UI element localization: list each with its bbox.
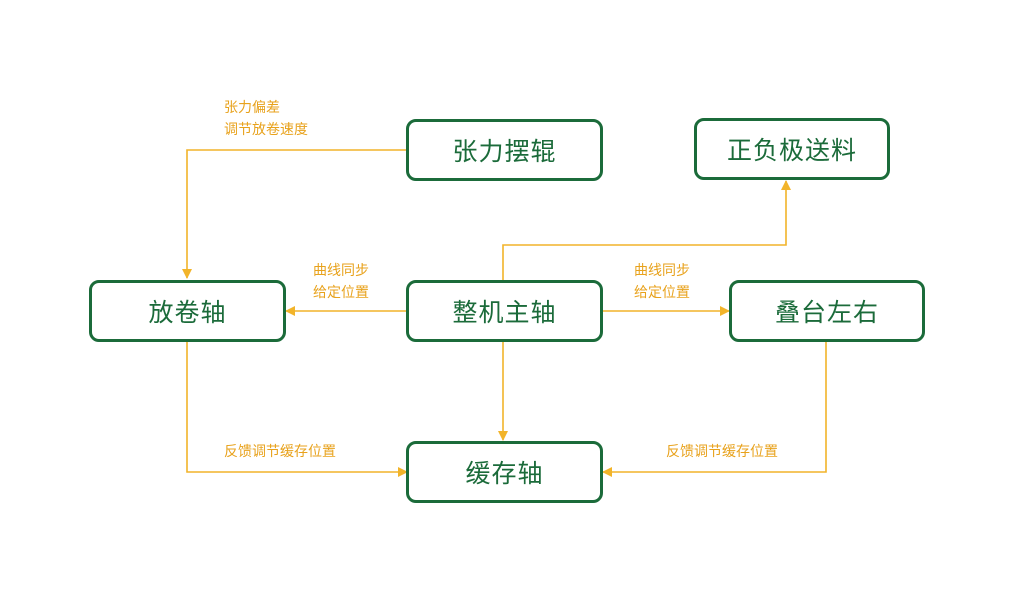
label-sync-left: 曲线同步 给定位置 xyxy=(313,260,369,304)
label-tension-line2: 调节放卷速度 xyxy=(224,122,308,138)
edge-unwind-to-buffer xyxy=(186,342,408,477)
edge-stack-to-buffer xyxy=(602,342,827,477)
node-stack-table: 叠台左右 xyxy=(729,280,925,342)
label-sync-right: 曲线同步 给定位置 xyxy=(634,260,690,304)
node-buffer-axis: 缓存轴 xyxy=(406,441,603,503)
label-feedback-left: 反馈调节缓存位置 xyxy=(224,444,336,460)
label-tension-line1: 张力偏差 xyxy=(224,100,280,116)
node-unwind-axis: 放卷轴 xyxy=(89,280,286,342)
node-pos-neg-feed: 正负极送料 xyxy=(694,118,890,180)
node-tension-roller: 张力摆辊 xyxy=(406,119,603,181)
label-sync-right-line1: 曲线同步 xyxy=(634,263,690,279)
label-tension-deviation: 张力偏差 调节放卷速度 xyxy=(224,97,308,141)
node-main-axis: 整机主轴 xyxy=(406,280,603,342)
label-sync-left-line2: 给定位置 xyxy=(313,285,369,301)
edge-main-to-feed xyxy=(502,180,791,280)
label-feedback-right: 反馈调节缓存位置 xyxy=(666,444,778,460)
label-sync-left-line1: 曲线同步 xyxy=(313,263,369,279)
edge-tension-to-unwind xyxy=(182,149,407,279)
label-sync-right-line2: 给定位置 xyxy=(634,285,690,301)
